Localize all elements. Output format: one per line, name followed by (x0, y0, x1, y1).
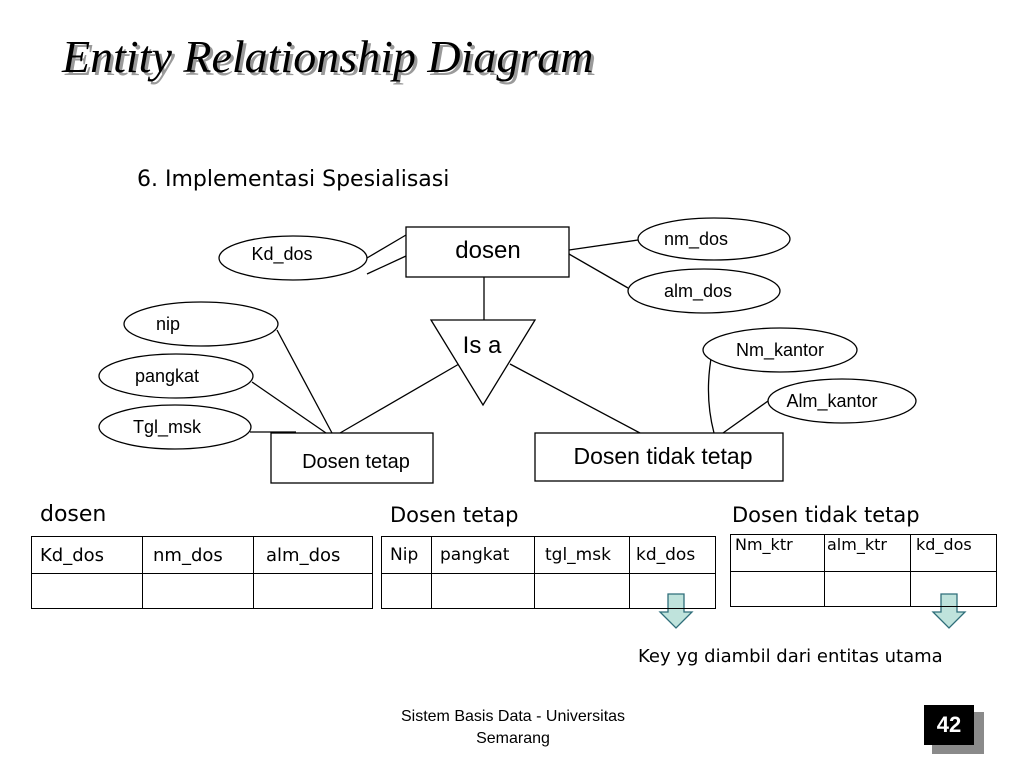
entity-dosen-tidak-tetap (534, 432, 784, 482)
attr-pangkat (98, 353, 254, 399)
attr-nm-kantor (702, 327, 858, 373)
entity-dosen (405, 226, 570, 278)
attr-alm-dos-label: alm_dos (664, 281, 732, 302)
table-cell (253, 573, 373, 609)
table-cell (431, 573, 535, 609)
isa-triangle (429, 319, 537, 407)
entity-dosen-tetap (270, 432, 434, 484)
table-dosen: Kd_dos nm_dos alm_dos (31, 536, 373, 609)
footer-line: Sistem Basis Data - Universitas (400, 708, 626, 725)
entity-dosen-tetap-label: Dosen tetap (302, 451, 410, 473)
table-dosen-col: alm_dos (253, 536, 373, 574)
footer-line: Semarang (476, 730, 550, 747)
section-subtitle: 6. Implementasi Spesialisasi (137, 167, 450, 192)
table-dosen-col: Kd_dos (31, 536, 143, 574)
table-dosen-tidak-tetap-title: Dosen tidak tetap (732, 503, 920, 527)
table-cell (629, 573, 716, 609)
table-dosen-tetap-col: tgl_msk (534, 536, 630, 574)
table-cell (910, 571, 997, 607)
footer: Sistem Basis Data - Universitas Semarang (340, 706, 686, 750)
table-cell (534, 573, 630, 609)
foreign-key-note: Key yg diambil dari entitas utama (638, 646, 943, 667)
table-dosen-tetap-col: kd_dos (629, 536, 716, 574)
attr-nip (123, 301, 279, 347)
attr-nm-dos (637, 217, 791, 261)
attr-tgl-msk (98, 404, 252, 450)
table-dosen-tetap: Nip pangkat tgl_msk kd_dos (381, 536, 716, 609)
attr-nm-dos-label: nm_dos (664, 229, 728, 250)
table-dosen-col: nm_dos (142, 536, 254, 574)
table-dosen-tidak-tetap-col: alm_ktr (824, 534, 911, 572)
table-cell (824, 571, 911, 607)
table-dosen-tidak-tetap-col: kd_dos (910, 534, 997, 572)
attr-alm-kantor (767, 378, 917, 424)
isa-label: Is a (463, 332, 502, 359)
table-cell (142, 573, 254, 609)
table-dosen-title: dosen (40, 502, 107, 527)
attr-kd-dos (218, 235, 368, 281)
attr-alm-dos (627, 268, 781, 314)
attr-nm-kantor-label: Nm_kantor (736, 340, 824, 361)
entity-dosen-tidak-tetap-label: Dosen tidak tetap (573, 443, 752, 469)
table-cell (381, 573, 432, 609)
table-cell (31, 573, 143, 609)
table-dosen-tetap-col: pangkat (431, 536, 535, 574)
table-dosen-tidak-tetap-col: Nm_ktr (730, 534, 825, 572)
attr-alm-kantor-label: Alm_kantor (786, 391, 877, 412)
entity-dosen-label: dosen (455, 237, 520, 264)
table-dosen-tetap-col: Nip (381, 536, 432, 574)
attr-pangkat-label: pangkat (135, 366, 199, 386)
table-cell (730, 571, 825, 607)
attr-kd-dos-label: Kd_dos (251, 244, 312, 265)
attr-tgl-msk-label: Tgl_msk (133, 417, 202, 438)
table-dosen-tidak-tetap: Nm_ktr alm_ktr kd_dos (730, 534, 997, 607)
table-dosen-tetap-title: Dosen tetap (390, 503, 519, 527)
connector-lines (250, 234, 769, 434)
attr-nip-label: nip (156, 314, 180, 334)
page-title: Entity Relationship Diagram (62, 31, 594, 82)
page-number: 42 (924, 705, 974, 745)
